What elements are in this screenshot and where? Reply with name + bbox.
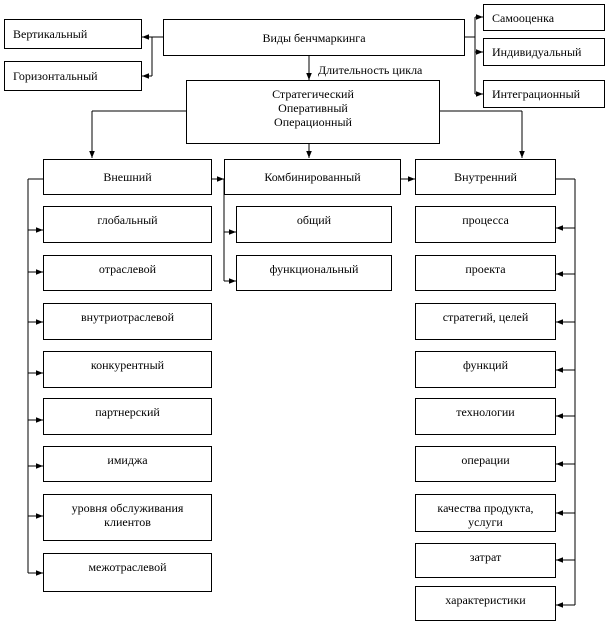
type-horizontal-label: Горизонтальный bbox=[13, 69, 98, 83]
combined-item-label: общий bbox=[296, 213, 332, 227]
internal-item-box: характеристики bbox=[415, 586, 556, 621]
combined-item-label: функциональный bbox=[269, 262, 359, 276]
external-item-box: конкурентный bbox=[43, 351, 212, 388]
category-external-box: Внешний bbox=[43, 159, 212, 195]
external-item-box: отраслевой bbox=[43, 255, 212, 291]
type-selfassess-label: Самооценка bbox=[492, 10, 555, 25]
external-item-box: глобальный bbox=[43, 206, 212, 243]
external-item-label: уровня обслуживания клиентов bbox=[71, 501, 184, 529]
type-vertical-label: Вертикальный bbox=[13, 27, 88, 41]
cycle-box: Стратегический Оперативный Операционный bbox=[186, 80, 440, 144]
internal-item-label: качества продукта, услуги bbox=[437, 501, 534, 529]
external-item-box: уровня обслуживания клиентов bbox=[43, 494, 212, 541]
category-external-label: Внешний bbox=[103, 170, 152, 184]
external-item-label: имиджа bbox=[107, 453, 148, 467]
internal-item-box: проекта bbox=[415, 255, 556, 291]
internal-item-label: характеристики bbox=[445, 593, 526, 607]
type-individual-box: Индивидуальный bbox=[483, 38, 605, 66]
external-item-label: партнерский bbox=[95, 405, 160, 419]
type-selfassess-box: Самооценка bbox=[483, 4, 605, 31]
external-item-box: внутриотраслевой bbox=[43, 303, 212, 340]
category-internal-label: Внутренний bbox=[454, 170, 517, 184]
external-item-label: конкурентный bbox=[90, 358, 165, 372]
type-horizontal-box: Горизонтальный bbox=[4, 61, 142, 91]
internal-item-label: проекта bbox=[465, 262, 506, 276]
cycle-box-text: Стратегический Оперативный Операционный bbox=[272, 87, 354, 129]
external-item-box: партнерский bbox=[43, 398, 212, 435]
combined-item-box: функциональный bbox=[236, 255, 392, 291]
category-combined-box: Комбинированный bbox=[224, 159, 401, 195]
combined-item-box: общий bbox=[236, 206, 392, 243]
internal-item-box: технологии bbox=[415, 398, 556, 435]
root-box: Виды бенчмаркинга bbox=[163, 19, 465, 56]
external-item-label: отраслевой bbox=[98, 262, 157, 276]
internal-item-label: функций bbox=[463, 358, 508, 372]
category-internal-box: Внутренний bbox=[415, 159, 556, 195]
external-item-label: глобальный bbox=[97, 213, 158, 227]
internal-item-box: качества продукта, услуги bbox=[415, 494, 556, 532]
internal-item-label: процесса bbox=[462, 213, 509, 227]
internal-item-box: процесса bbox=[415, 206, 556, 243]
type-individual-label: Индивидуальный bbox=[492, 45, 582, 59]
external-item-label: внутриотраслевой bbox=[80, 310, 175, 324]
category-combined-label: Комбинированный bbox=[264, 170, 361, 184]
external-item-box: межотраслевой bbox=[43, 553, 212, 592]
internal-item-label: стратегий, целей bbox=[442, 310, 529, 324]
internal-item-box: функций bbox=[415, 351, 556, 388]
root-label: Виды бенчмаркинга bbox=[262, 30, 366, 45]
type-integration-label: Интеграционный bbox=[492, 87, 581, 101]
external-item-label: межотраслевой bbox=[88, 560, 167, 574]
internal-item-label: технологии bbox=[456, 405, 515, 419]
type-integration-box: Интеграционный bbox=[483, 80, 605, 108]
type-vertical-box: Вертикальный bbox=[4, 19, 142, 49]
internal-item-box: стратегий, целей bbox=[415, 303, 556, 340]
cycle-label: Длительность цикла bbox=[318, 63, 423, 77]
internal-item-box: затрат bbox=[415, 543, 556, 578]
external-item-box: имиджа bbox=[43, 446, 212, 482]
internal-item-label: операции bbox=[461, 453, 510, 467]
internal-item-label: затрат bbox=[469, 550, 502, 564]
internal-item-box: операции bbox=[415, 446, 556, 482]
